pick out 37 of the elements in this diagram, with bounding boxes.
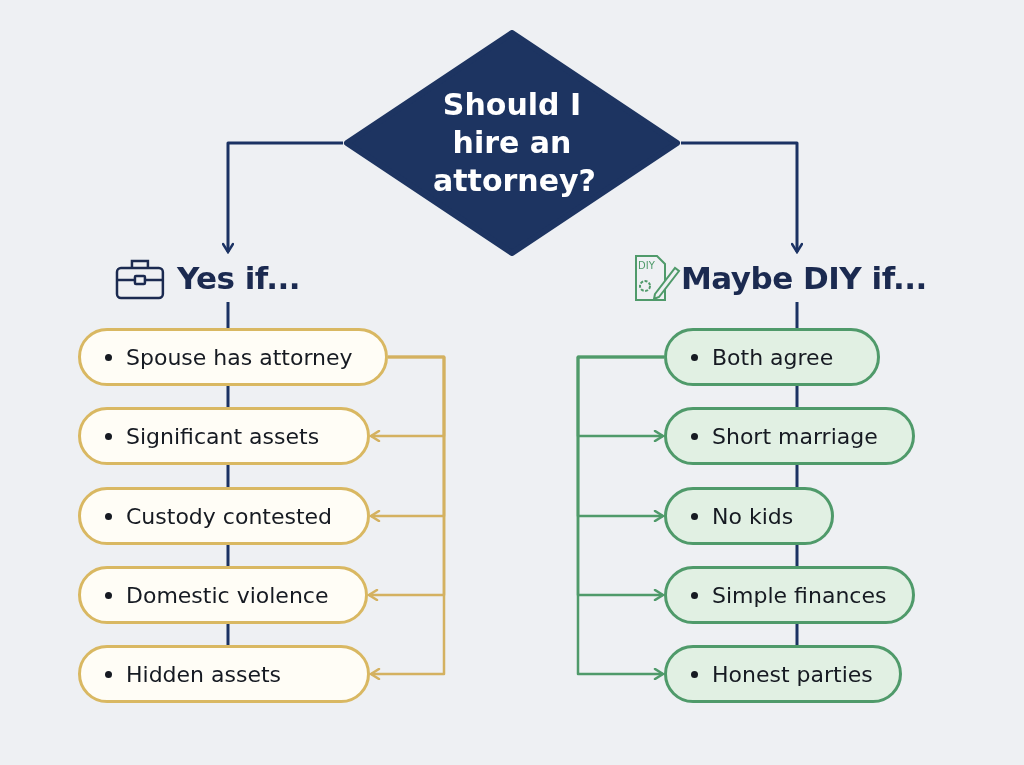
- condition-pill: [664, 407, 915, 465]
- condition-text: Spouse has attorney: [126, 344, 353, 370]
- condition-text: Simple finances: [712, 582, 887, 608]
- condition-text: No kids: [712, 503, 794, 529]
- condition-pill: [78, 328, 388, 386]
- arrow: [369, 355, 446, 681]
- condition-text: Hidden assets: [126, 661, 282, 687]
- connector-line: [795, 465, 799, 487]
- condition-pill: [78, 645, 370, 703]
- condition-pill: [78, 407, 370, 465]
- condition-text: Short marriage: [712, 423, 878, 449]
- condition-pill: [78, 487, 370, 545]
- condition-text: Honest parties: [712, 661, 873, 687]
- branch-heading: Yes if...: [176, 260, 300, 296]
- condition-text: Custody contested: [126, 503, 333, 529]
- branch-heading: Maybe DIY if...: [681, 260, 927, 296]
- connector-line: [226, 386, 230, 407]
- connector-line: [226, 545, 230, 566]
- connector-line: [795, 624, 799, 645]
- connector-line: [795, 545, 799, 566]
- arrow: [221, 141, 343, 254]
- connector-line: [795, 302, 799, 328]
- condition-pill: [78, 566, 368, 624]
- condition-pill: [664, 328, 880, 386]
- connector-line: [226, 465, 230, 487]
- condition-text: Domestic violence: [126, 582, 329, 608]
- connector-line: [226, 624, 230, 645]
- condition-pill: [664, 566, 915, 624]
- connector-line: [795, 386, 799, 407]
- condition-pill: [664, 645, 902, 703]
- arrow: [576, 355, 665, 681]
- arrow: [681, 141, 804, 254]
- condition-text: Significant assets: [126, 423, 320, 449]
- connector-line: [226, 302, 230, 328]
- condition-text: Both agree: [712, 344, 834, 370]
- condition-pill: [664, 487, 834, 545]
- icon-caption: DIY: [638, 260, 655, 271]
